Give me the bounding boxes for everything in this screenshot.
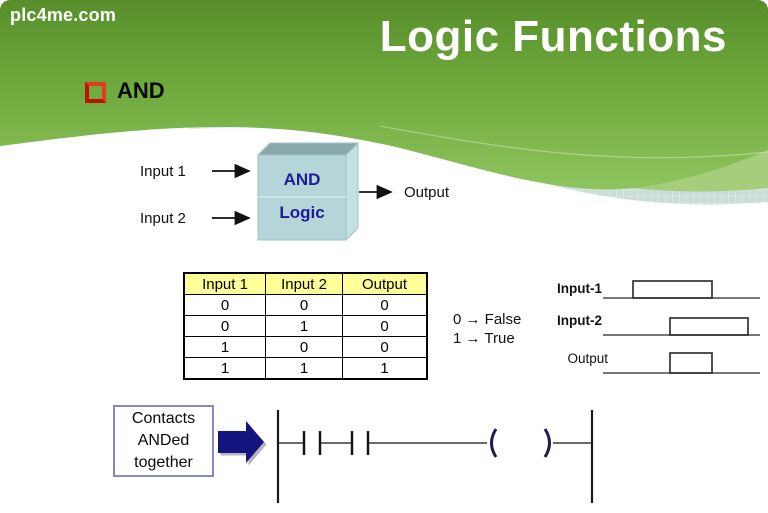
section-heading: AND — [85, 78, 165, 104]
legend-true: 1 → True — [453, 330, 515, 347]
timing-label-input1: Input-1 — [557, 281, 602, 296]
gate-input2-label: Input 2 — [140, 210, 186, 227]
truth-table-header: Input 1 — [183, 272, 266, 295]
truth-table-header-row: Input 1 Input 2 Output — [183, 272, 428, 295]
truth-table-cell: 0 — [265, 294, 343, 316]
pulse-input-1 — [632, 280, 713, 299]
pulse-input-2 — [669, 317, 749, 336]
table-row: 0 0 0 — [183, 294, 428, 316]
gate-output-label: Output — [404, 184, 450, 201]
truth-table-cell: 1 — [265, 357, 343, 380]
header-highlight-curve — [379, 125, 768, 159]
pulse-output — [669, 352, 713, 374]
truth-table-cell: 1 — [183, 357, 266, 380]
truth-table-cell: 0 — [183, 315, 266, 337]
gate-box-title: AND — [283, 170, 321, 189]
truth-table-header: Input 2 — [265, 272, 343, 295]
caption-line: together — [134, 454, 193, 471]
truth-table-cell: 1 — [265, 315, 343, 337]
table-row: 1 0 0 — [183, 336, 428, 358]
truth-table-cell: 0 — [342, 336, 428, 358]
caption-line: ANDed — [137, 432, 190, 449]
truth-table-cell: 0 — [342, 294, 428, 316]
table-row: 0 1 0 — [183, 315, 428, 337]
truth-table-cell: 0 — [342, 315, 428, 337]
caption-line: Contacts — [131, 410, 196, 427]
truth-table-header: Output — [342, 272, 428, 295]
timing-label-input2: Input-2 — [557, 313, 602, 328]
timing-label-output: Output — [567, 351, 608, 366]
page-title: Logic Functions — [379, 12, 727, 61]
coil-symbol — [490, 428, 551, 458]
checkbox-bullet-icon — [85, 81, 106, 103]
block-arrow-icon — [218, 421, 267, 466]
ladder-caption-box: Contacts ANDed together — [113, 405, 214, 477]
truth-table-cell: 1 — [183, 336, 266, 358]
truth-table-cell: 1 — [342, 357, 428, 380]
legend-false: 0 → False — [453, 311, 522, 328]
gate-box-subtitle: Logic — [279, 203, 325, 222]
section-heading-label: AND — [117, 78, 165, 103]
contact-symbols — [302, 431, 370, 455]
table-row: 1 1 1 — [183, 357, 428, 380]
truth-table: Input 1 Input 2 Output 0 0 0 0 1 0 1 0 0 — [183, 272, 428, 380]
header-green-band — [0, 0, 768, 190]
truth-table-cell: 0 — [265, 336, 343, 358]
site-logo-text: plc4me.com — [10, 5, 117, 25]
ladder-rung — [276, 410, 594, 503]
gate-input1-label: Input 1 — [140, 163, 186, 180]
header-background — [0, 0, 768, 205]
truth-table-cell: 0 — [183, 294, 266, 316]
timing-waveforms — [603, 280, 760, 374]
